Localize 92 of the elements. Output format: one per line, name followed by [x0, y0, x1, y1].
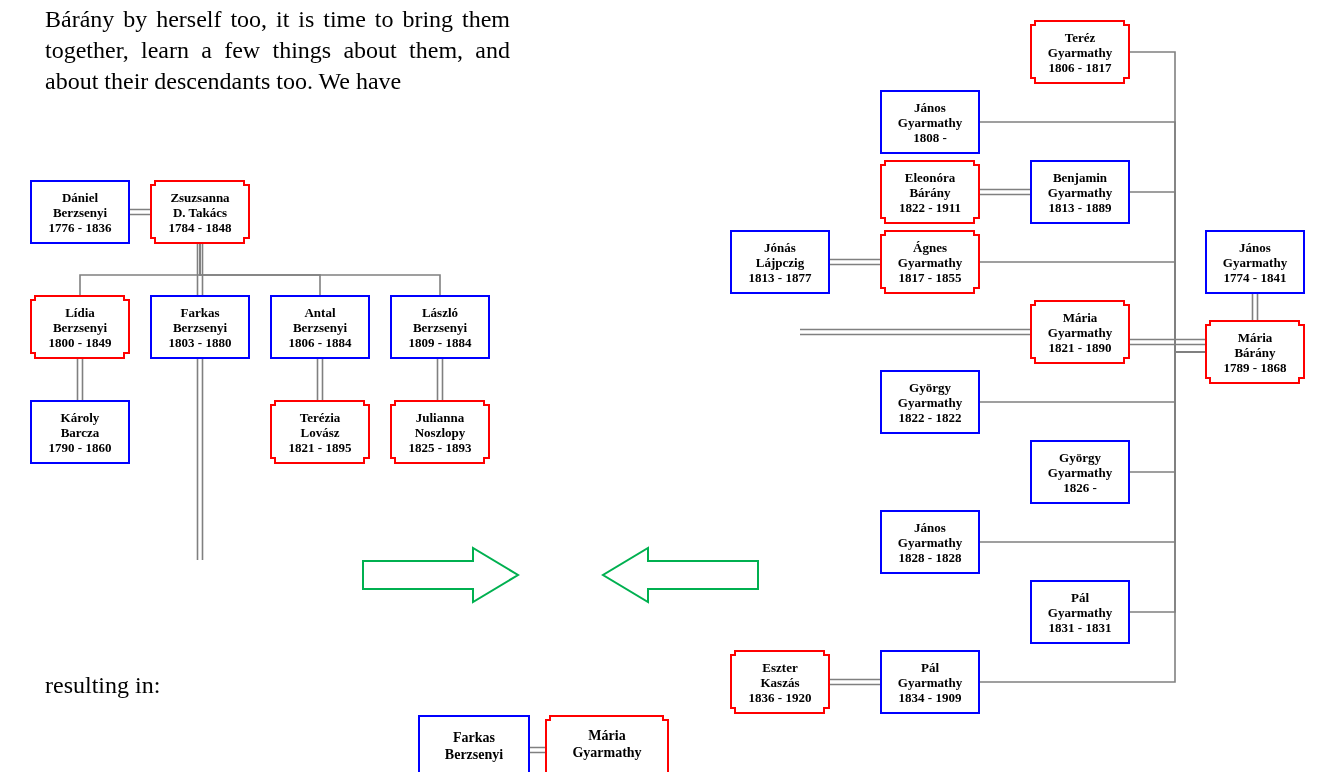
- person-box: [880, 510, 980, 574]
- life-dates: 1822 - 1822: [898, 409, 962, 425]
- person-name: Dániel Berzsenyi: [51, 189, 109, 220]
- life-dates: 1813 - 1889: [1048, 199, 1112, 215]
- life-dates: 1821 - 1895: [288, 439, 352, 455]
- person-name: Pál Gyarmathy: [896, 659, 964, 690]
- person-box: [880, 650, 980, 714]
- double-line: [436, 358, 444, 401]
- person-name: György Gyarmathy: [896, 379, 964, 410]
- double-line: [196, 243, 204, 296]
- person-name: Jónás Lájpczig: [754, 239, 806, 270]
- person-name: Ágnes Gyarmathy: [896, 239, 964, 270]
- person-box: [1030, 580, 1130, 644]
- person-box: [270, 295, 370, 359]
- life-dates: 1806 - 1817: [1048, 59, 1112, 75]
- person-name: Mária Gyarmathy: [1046, 309, 1114, 340]
- double-line: [829, 678, 881, 686]
- person-box: [270, 400, 370, 464]
- person-box: [545, 715, 669, 772]
- life-dates: 1836 - 1920: [748, 689, 812, 705]
- person-box: [880, 370, 980, 434]
- life-dates: 1789 - 1868: [1223, 359, 1287, 375]
- person-name: János Gyarmathy: [896, 519, 964, 550]
- person-name: Pál Gyarmathy: [1046, 589, 1114, 620]
- double-line: [1129, 338, 1206, 346]
- double-line: [196, 358, 204, 561]
- life-dates: 1790 - 1860: [48, 439, 112, 455]
- person-name: Terézia Lovász: [298, 409, 342, 440]
- double-line: [76, 358, 84, 401]
- person-box: [418, 715, 530, 772]
- person-name: Julianna Noszlopy: [413, 409, 467, 440]
- life-dates: 1774 - 1841: [1223, 269, 1287, 285]
- person-name: László Berzsenyi: [411, 304, 469, 335]
- life-dates: 1825 - 1893: [408, 439, 472, 455]
- life-dates: 1800 - 1849: [48, 334, 112, 350]
- person-box: [30, 180, 130, 244]
- body-text: resulting in:: [45, 671, 161, 700]
- life-dates: 1828 - 1828: [898, 549, 962, 565]
- double-line: [129, 208, 151, 216]
- person-box: [1205, 230, 1305, 294]
- person-box: [730, 650, 830, 714]
- person-name: Eleonóra Bárány: [903, 169, 957, 200]
- person-box: [730, 230, 830, 294]
- life-dates: 1831 - 1831: [1048, 619, 1112, 635]
- person-box: [1030, 160, 1130, 224]
- person-name: Teréz Gyarmathy: [1046, 29, 1114, 60]
- double-line: [799, 328, 1031, 336]
- person-box: [880, 90, 980, 154]
- double-line: [1251, 293, 1259, 321]
- life-dates: 1817 - 1855: [898, 269, 962, 285]
- person-name: János Gyarmathy: [896, 99, 964, 130]
- person-box: [390, 400, 490, 464]
- person-box: [880, 160, 980, 224]
- paragraph: Bárány by herself too, it is time to bring them together, learn a few things about them, and about their descendants too. We have: [45, 5, 510, 96]
- life-dates: 1822 - 1911: [898, 199, 962, 215]
- person-box: [1030, 300, 1130, 364]
- person-name: György Gyarmathy: [1046, 449, 1114, 480]
- double-line: [829, 258, 881, 266]
- life-dates: 1784 - 1848: [168, 219, 232, 235]
- person-name: Lídia Berzsenyi: [51, 304, 109, 335]
- person-name: Mária Gyarmathy: [571, 727, 643, 761]
- life-dates: 1806 - 1884: [288, 334, 352, 350]
- life-dates: 1834 - 1909: [898, 689, 962, 705]
- person-box: [1205, 320, 1305, 384]
- person-box: [30, 400, 130, 464]
- life-dates: 1826 -: [1063, 479, 1097, 495]
- person-name: Mária Bárány: [1233, 329, 1277, 360]
- life-dates: 1808 -: [913, 129, 947, 145]
- double-line: [529, 746, 546, 754]
- double-line: [979, 188, 1031, 196]
- person-box: [1030, 440, 1130, 504]
- double-line: [316, 358, 324, 401]
- life-dates: 1803 - 1880: [168, 334, 232, 350]
- person-name: Farkas Berzsenyi: [171, 304, 229, 335]
- life-dates: 1776 - 1836: [48, 219, 112, 235]
- person-name: Zsuzsanna D. Takács: [169, 189, 231, 220]
- person-name: Eszter Kaszás: [759, 659, 801, 690]
- person-box: [390, 295, 490, 359]
- person-box: [1030, 20, 1130, 84]
- life-dates: 1809 - 1884: [408, 334, 472, 350]
- person-name: Antal Berzsenyi: [291, 304, 349, 335]
- person-box: [30, 295, 130, 359]
- person-name: János Gyarmathy: [1221, 239, 1289, 270]
- person-box: [150, 295, 250, 359]
- person-box: [150, 180, 250, 244]
- person-box: [880, 230, 980, 294]
- tree-line: [199, 243, 441, 296]
- person-name: Farkas Berzsenyi: [443, 729, 505, 763]
- person-name: Benjamin Gyarmathy: [1046, 169, 1114, 200]
- person-name: Károly Barcza: [59, 409, 101, 440]
- life-dates: 1821 - 1890: [1048, 339, 1112, 355]
- life-dates: 1813 - 1877: [748, 269, 812, 285]
